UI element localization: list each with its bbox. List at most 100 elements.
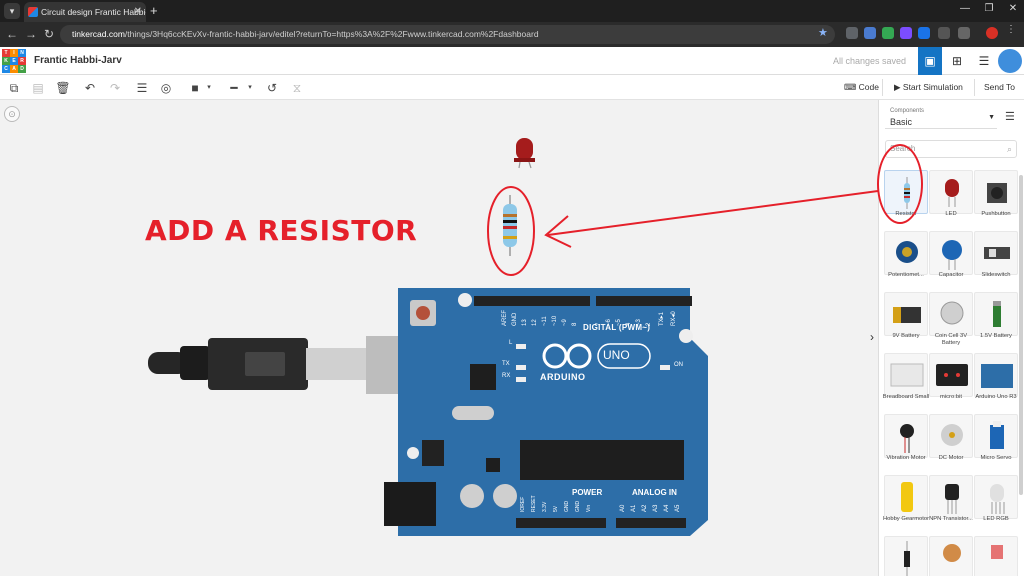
- pin-label: A5: [675, 504, 681, 512]
- avatar[interactable]: [998, 49, 1022, 73]
- panel-collapse-icon[interactable]: ›: [870, 330, 874, 344]
- code-button[interactable]: ⌨ Code: [844, 82, 879, 92]
- component-name: Capacitor: [938, 272, 964, 278]
- component-photoresistor[interactable]: [929, 536, 973, 576]
- components-dropdown[interactable]: Components Basic ▼: [885, 105, 997, 129]
- component-microbit[interactable]: micro:bit: [929, 353, 973, 411]
- component-9v-battery[interactable]: 9V Battery: [884, 292, 928, 350]
- tab-close-icon[interactable]: ✕: [133, 6, 142, 17]
- component-1-5v-battery[interactable]: 1.5V Battery: [974, 292, 1018, 350]
- extension-icon[interactable]: [882, 27, 894, 39]
- component-slideswitch[interactable]: Slideswitch: [974, 231, 1018, 289]
- extension-icon[interactable]: [864, 27, 876, 39]
- led-component[interactable]: [514, 138, 535, 169]
- extension-icon[interactable]: [846, 27, 858, 39]
- component-dc-motor[interactable]: DC Motor: [929, 414, 973, 472]
- potentiometer-thumbnail: [884, 231, 928, 275]
- component-vibration-motor[interactable]: Vibration Motor: [884, 414, 928, 472]
- circuit-workplane[interactable]: ⊙ ADD A RESISTOR: [0, 100, 878, 576]
- component-npn-transistor[interactable]: NPN Transistor...: [929, 475, 973, 533]
- zoom-fit-icon[interactable]: ⊙: [4, 106, 20, 122]
- circuit-view-button[interactable]: ▣: [918, 47, 942, 75]
- notes-visibility-icon[interactable]: ◎: [160, 81, 172, 95]
- component-coin-cell[interactable]: Coin Cell 3V Battery: [929, 292, 973, 350]
- design-title[interactable]: Frantic Habbi-Jarv: [34, 55, 122, 66]
- component-diode[interactable]: [884, 536, 928, 576]
- component-list-button[interactable]: ☰: [978, 54, 990, 68]
- start-simulation-button[interactable]: ▶ Start Simulation: [894, 82, 963, 92]
- send-to-button[interactable]: Send To: [978, 79, 1021, 96]
- list-view-icon[interactable]: ☰: [1005, 111, 1015, 123]
- component-arduino-uno[interactable]: Arduino Uno R3: [974, 353, 1018, 411]
- rotate-icon[interactable]: ↺: [266, 81, 278, 95]
- bookmark-star-icon[interactable]: ★: [818, 27, 828, 39]
- pin-label: 2: [646, 322, 652, 326]
- tab-search-button[interactable]: ▾: [4, 3, 20, 19]
- copy-icon[interactable]: ⧉: [9, 81, 19, 95]
- component-pushbutton[interactable]: Pushbutton: [974, 170, 1018, 228]
- close-window-icon[interactable]: ✕: [1008, 3, 1018, 14]
- vibration-motor-icon: [900, 424, 914, 453]
- sensor-thumbnail: [974, 536, 1018, 576]
- schematic-view-button[interactable]: ⊞: [951, 54, 963, 68]
- editor-toolbar: ⧉ ▤ 🗑 ↶ ↷ ☰ ◎ ■ ▾ ━ ▾ ↺ ⧖ ⌨ Code ▶ Start…: [0, 75, 1024, 100]
- arduino-uno-board[interactable]: [384, 288, 708, 536]
- wire-type-icon[interactable]: ━: [230, 81, 238, 95]
- puzzle-extensions-icon[interactable]: [958, 27, 970, 39]
- l-led-label: L: [509, 340, 513, 346]
- undo-icon[interactable]: ↶: [84, 81, 96, 95]
- delete-icon[interactable]: 🗑: [55, 81, 71, 95]
- tx-led-label: TX: [502, 361, 510, 367]
- slideswitch-icon: [984, 247, 1010, 259]
- component-micro-servo[interactable]: Micro Servo: [974, 414, 1018, 472]
- potentiometer-icon: [896, 241, 918, 263]
- component-name: Pushbutton: [981, 211, 1011, 217]
- flip-icon[interactable]: ⧖: [292, 81, 302, 95]
- notes-icon[interactable]: ☰: [136, 81, 148, 95]
- browser-tab[interactable]: Circuit design Frantic Habbi-Jarv ✕: [24, 2, 146, 22]
- component-led-rgb[interactable]: LED RGB: [974, 475, 1018, 533]
- diode-thumbnail: [884, 536, 928, 576]
- color-picker-icon[interactable]: ■: [191, 81, 199, 95]
- forward-icon[interactable]: →: [25, 27, 37, 41]
- pin-label: RX◂0: [671, 311, 677, 326]
- battery-aa-icon: [993, 301, 1001, 327]
- chevron-down-icon[interactable]: ▾: [207, 84, 211, 91]
- back-icon[interactable]: ←: [6, 27, 18, 41]
- pin-label: A2: [642, 504, 648, 512]
- component-hobby-gearmotor[interactable]: Hobby Gearmotor: [883, 475, 929, 533]
- save-status: All changes saved: [833, 56, 907, 66]
- extension-icon[interactable]: [900, 27, 912, 39]
- profile-icon[interactable]: [986, 27, 998, 39]
- extension-icon[interactable]: [938, 27, 950, 39]
- component-name: LED: [945, 211, 957, 217]
- component-sensor[interactable]: [974, 536, 1018, 576]
- chrome-menu-icon[interactable]: ⋮: [1006, 24, 1016, 35]
- chevron-down-icon: ▼: [988, 114, 995, 121]
- arduino-brand-label: ARDUINO: [540, 372, 586, 382]
- minimize-icon[interactable]: —: [960, 3, 970, 14]
- component-led[interactable]: LED: [929, 170, 973, 228]
- paste-icon[interactable]: ▤: [32, 81, 44, 95]
- component-name: 9V Battery: [892, 333, 920, 339]
- pin-label: A1: [631, 504, 637, 512]
- redo-icon[interactable]: ↷: [109, 81, 121, 95]
- pin-label: RESET: [531, 495, 537, 512]
- components-dropdown-label: Components: [890, 108, 925, 114]
- dc-motor-icon: [941, 424, 963, 446]
- component-breadboard-small[interactable]: Breadboard Small: [883, 353, 929, 411]
- component-potentiometer[interactable]: Potentiomet...: [884, 231, 928, 289]
- component-capacitor[interactable]: Capacitor: [929, 231, 973, 289]
- code-label: Code: [858, 82, 879, 92]
- usb-cable[interactable]: [148, 336, 410, 394]
- hobby-gearmotor-thumbnail: [884, 475, 928, 519]
- panel-scrollbar[interactable]: [1019, 175, 1023, 495]
- extension-icon[interactable]: [918, 27, 930, 39]
- reload-icon[interactable]: ↻: [43, 27, 55, 41]
- resistor-component[interactable]: [503, 195, 517, 256]
- new-tab-button[interactable]: +: [150, 3, 158, 18]
- chevron-down-icon[interactable]: ▾: [248, 84, 252, 91]
- url-input[interactable]: tinkercad.com/things/3Hq6ccKEvXv-frantic…: [60, 25, 835, 44]
- maximize-icon[interactable]: ❐: [984, 3, 994, 14]
